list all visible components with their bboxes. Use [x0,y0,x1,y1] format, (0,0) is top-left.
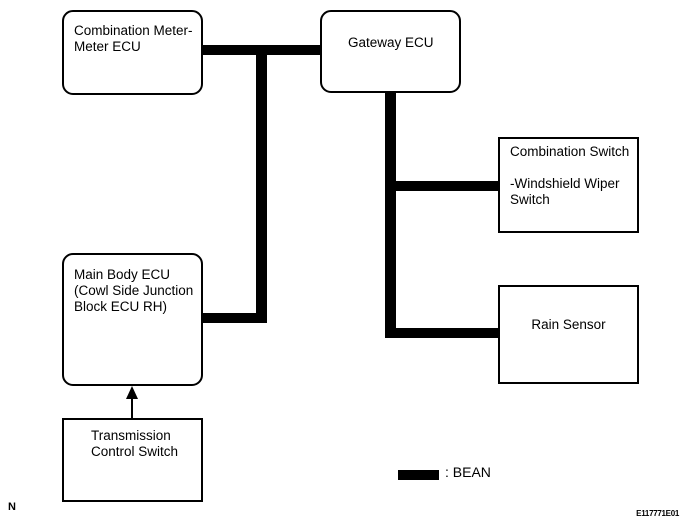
node-label-line: Rain Sensor [531,317,606,332]
node-gateway-ecu: Gateway ECU [320,10,461,93]
node-label-line: Combination Meter- [74,23,193,38]
figure-code: E117771E01 [636,509,679,518]
node-label-line: Meter ECU [74,39,141,54]
bus-vertical-drop-gateway [385,90,396,338]
legend-bean-swatch [398,470,439,480]
node-rain-sensor: Rain Sensor [498,285,639,384]
page-marker: N [8,501,16,513]
bus-to-main-body-ecu [200,313,267,323]
node-label-line: Switch [510,192,550,207]
node-transmission-control-switch: Transmission Control Switch [62,418,203,502]
node-label-line: Combination Switch [510,144,630,159]
node-label-line: (Cowl Side Junction [74,283,194,298]
bus-to-combination-switch [390,181,500,191]
node-combination-switch: Combination Switch -Windshield Wiper Swi… [498,137,639,233]
node-label-line: Control Switch [91,444,179,459]
bus-to-rain-sensor [385,328,500,338]
node-label-line: Transmission [91,428,171,443]
node-label-line: Block ECU RH) [74,299,168,314]
node-main-body-ecu: Main Body ECU (Cowl Side Junction Block … [62,253,203,386]
node-combination-meter-ecu: Combination Meter- Meter ECU [62,10,203,95]
arrow-transmission-to-main-body [131,391,133,418]
arrow-up-icon [126,386,138,399]
legend-bean-label: : BEAN [445,464,491,480]
node-label-line: -Windshield Wiper [510,176,620,191]
node-label-line: Gateway ECU [348,35,434,50]
bus-vertical-drop-left [256,45,267,323]
node-label-line [510,160,631,176]
node-label-line: Main Body ECU [74,267,171,282]
